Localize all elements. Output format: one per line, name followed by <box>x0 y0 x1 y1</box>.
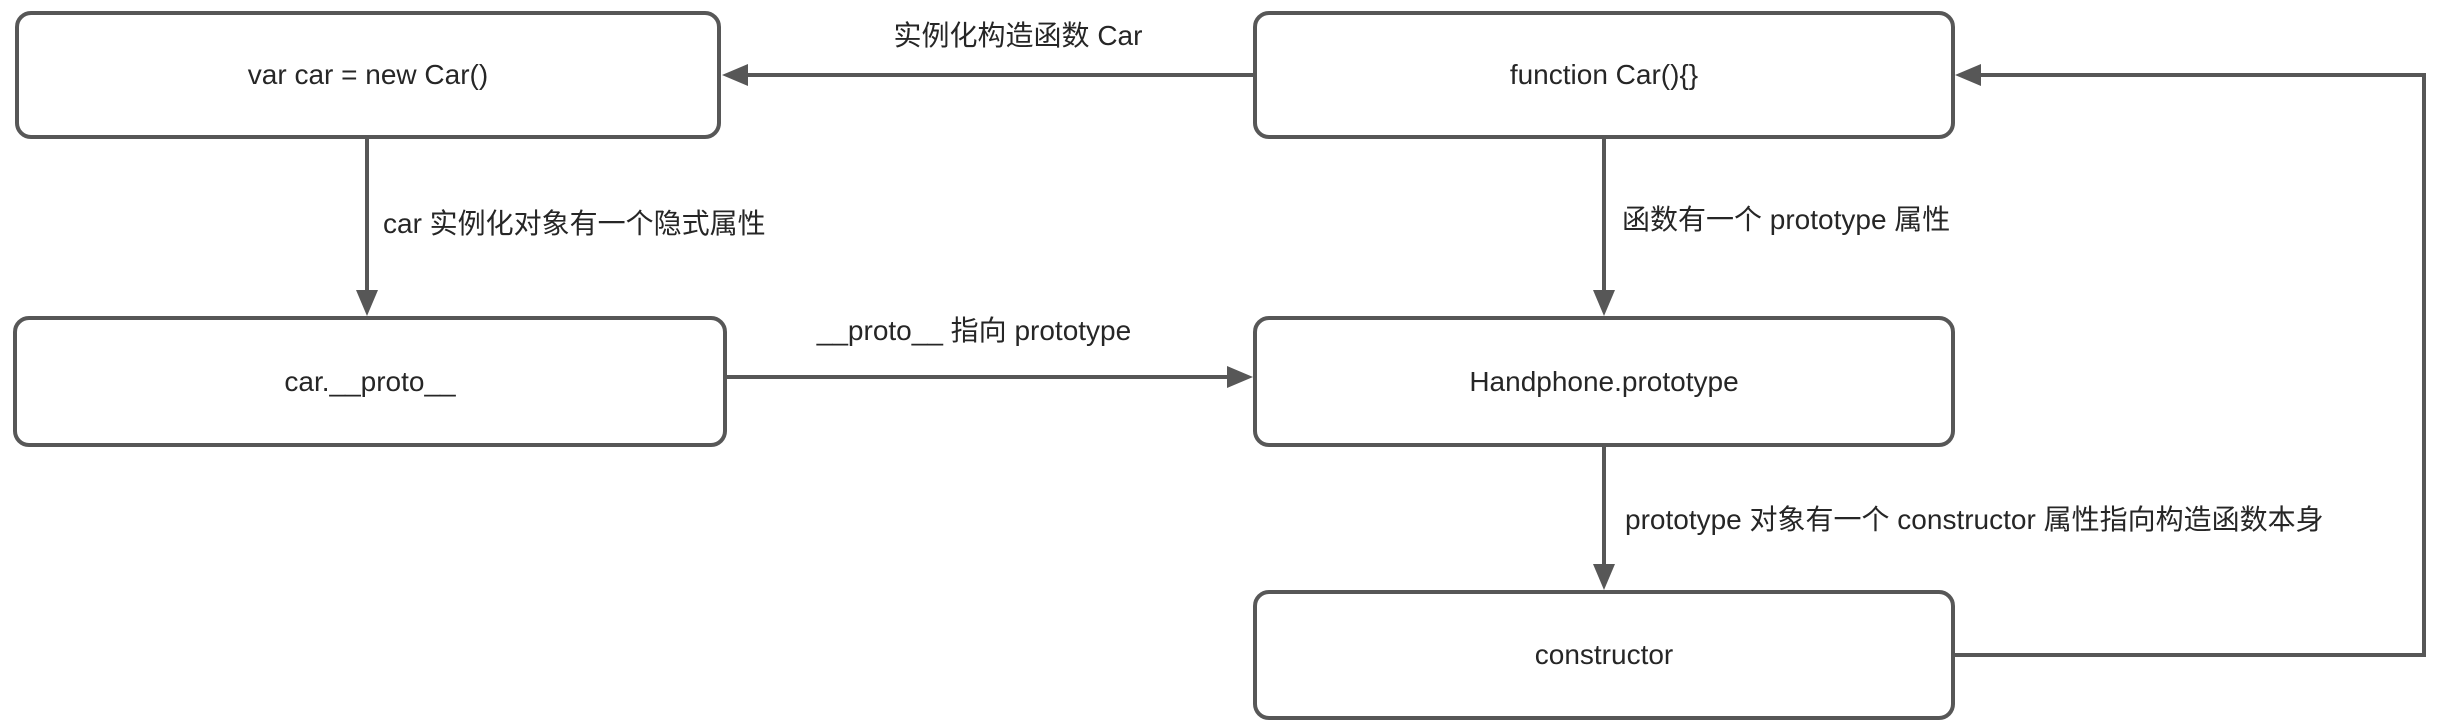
edge-label-proto-points: __proto__ 指向 prototype <box>816 315 1132 346</box>
node-constructor-label: constructor <box>1534 639 1674 670</box>
edge-label-prototype-property: 函数有一个 prototype 属性 <box>1622 204 1951 235</box>
arrowhead-right-icon <box>1227 366 1253 388</box>
edge-label-implicit-property: car 实例化对象有一个隐式属性 <box>383 208 766 239</box>
node-car-proto-label: car.__proto__ <box>284 365 456 397</box>
arrowhead-down-icon <box>1593 564 1615 590</box>
node-handphone-prototype-label: Handphone.prototype <box>1469 365 1739 397</box>
edge-prototype-property <box>1593 139 1615 316</box>
edge-constructor-loop-line <box>1955 73 2426 657</box>
node-var-car[interactable]: var car = new Car() <box>15 11 721 139</box>
edge-constructor-loop <box>1955 64 2426 657</box>
node-var-car-label: var car = new Car() <box>247 59 489 90</box>
arrowhead-down-icon <box>356 290 378 316</box>
arrowhead-down-icon <box>1593 290 1615 316</box>
node-car-proto[interactable]: car.__proto__ <box>13 316 727 447</box>
node-constructor[interactable]: constructor <box>1253 590 1955 720</box>
edge-label-instantiate: 实例化构造函数 Car <box>893 20 1143 51</box>
node-function-car[interactable]: function Car(){} <box>1253 11 1955 139</box>
edge-implicit-property <box>356 139 378 316</box>
node-function-car-label: function Car(){} <box>1509 59 1699 90</box>
node-handphone-prototype[interactable]: Handphone.prototype <box>1253 316 1955 447</box>
edge-constructor-property <box>1593 447 1615 590</box>
edge-label-constructor-property: prototype 对象有一个 constructor 属性指向构造函数本身 <box>1625 504 2324 535</box>
edge-instantiate <box>722 64 1253 86</box>
edge-proto-points-to-prototype <box>727 366 1253 388</box>
arrowhead-left-icon <box>722 64 748 86</box>
arrowhead-left-icon <box>1955 64 1981 86</box>
